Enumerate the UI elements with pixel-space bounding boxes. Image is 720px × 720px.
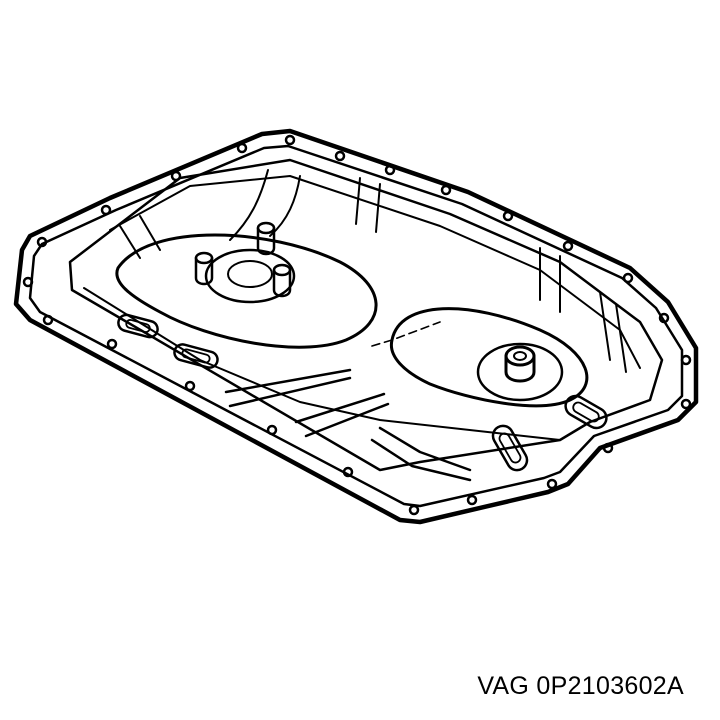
drain-boss-ring xyxy=(476,342,564,402)
brand-label: VAG xyxy=(477,672,530,700)
drain-plug-top xyxy=(504,345,536,367)
large-circular-boss xyxy=(115,233,378,349)
part-number: 0P2103602A xyxy=(536,672,684,700)
part-number-caption: VAG 0P2103602A xyxy=(477,672,684,701)
boss-center xyxy=(227,260,273,288)
drain-plug-hole xyxy=(513,351,527,361)
ribs xyxy=(119,169,627,482)
drain-plug xyxy=(504,354,536,383)
stud-pins xyxy=(194,221,292,298)
pan-outer-flange xyxy=(13,128,699,525)
boss-inner-ring xyxy=(204,248,296,304)
bolt-holes xyxy=(22,134,692,516)
pan-inner-flange xyxy=(28,144,684,508)
pan-well-outline xyxy=(68,158,664,472)
centerline xyxy=(371,321,441,347)
oval-slots xyxy=(117,313,608,472)
pan-floor-edge xyxy=(83,287,561,441)
